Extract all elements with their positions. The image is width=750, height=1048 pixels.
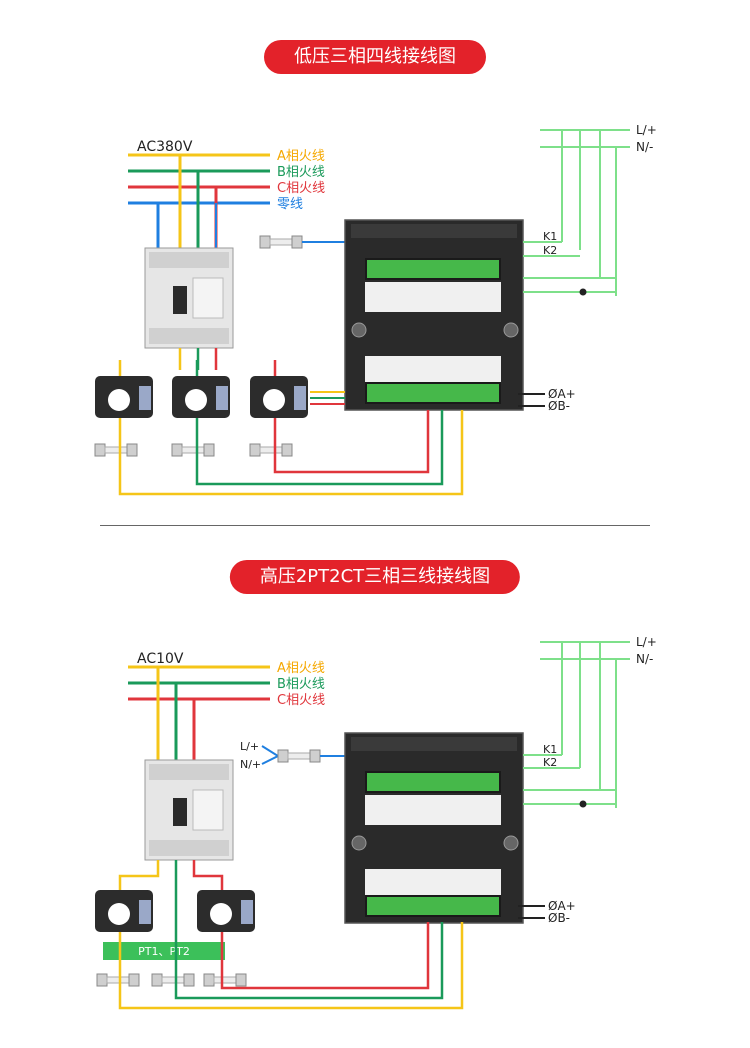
s2-pt-l: L/+ [240,740,259,753]
s2-meter [344,732,524,924]
s2-relay-k1: K1 [543,743,557,756]
s1-ct-c [250,376,308,418]
s1-aux-nm: N/- [636,140,653,154]
s1-ct-b [172,376,230,418]
section1-diagram: AC380V A相火线 B相火线 C相火线 零线 [94,123,657,496]
s1-ct-a [95,376,153,418]
s2-pt-label: PT1、PT2 [138,945,190,958]
section1-voltage-label: AC380V [137,139,193,155]
s1-label-n: 零线 [277,197,303,212]
s2-label-b: B相火线 [277,677,325,692]
s2-ct-a [95,890,153,932]
section2-diagram: AC10V A相火线 B相火线 C相火线 L/+ N/+ PT1、PT2 [95,635,657,1010]
s2-label-a: A相火线 [277,661,325,676]
s1-fuse-b [171,443,215,457]
s1-fuse-c [249,443,293,457]
s2-ct-c [197,890,255,932]
s1-breaker [144,247,234,349]
s1-fuse-a [94,443,138,457]
s2-indicator-icon [579,800,587,808]
section-divider [100,525,650,526]
s2-label-c: C相火线 [277,693,325,708]
s1-label-c: C相火线 [277,181,325,196]
s1-aux-lp: L/+ [636,123,657,137]
s1-relay-k2: K2 [543,244,557,257]
s1-label-b: B相火线 [277,165,325,180]
s2-relay-k2: K2 [543,756,557,769]
s2-fuse-2 [151,973,195,987]
s2-fuse-1 [96,973,140,987]
section1-title-banner: 低压三相四线接线图 [264,40,486,74]
s2-aux-lp: L/+ [636,635,657,649]
s1-meter [344,219,524,411]
s2-rs485-b: ØB- [548,911,570,925]
s2-fuse-top [277,749,321,763]
s2-fuse-3 [203,973,247,987]
s1-indicator-icon [579,288,587,296]
s1-relay-k1: K1 [543,230,557,243]
section2-voltage-label: AC10V [137,651,184,667]
section2-title-banner: 高压2PT2CT三相三线接线图 [229,560,521,594]
s1-rs485-a: ØA+ [548,387,576,401]
s1-label-a: A相火线 [277,149,325,164]
s2-pt-bar [103,942,225,960]
s2-pt-n: N/+ [240,758,261,771]
s2-aux-nm: N/- [636,652,653,666]
s1-fuse-top [259,235,303,249]
s2-rs485-a: ØA+ [548,899,576,913]
s2-breaker [144,759,234,861]
s1-rs485-b: ØB- [548,399,570,413]
